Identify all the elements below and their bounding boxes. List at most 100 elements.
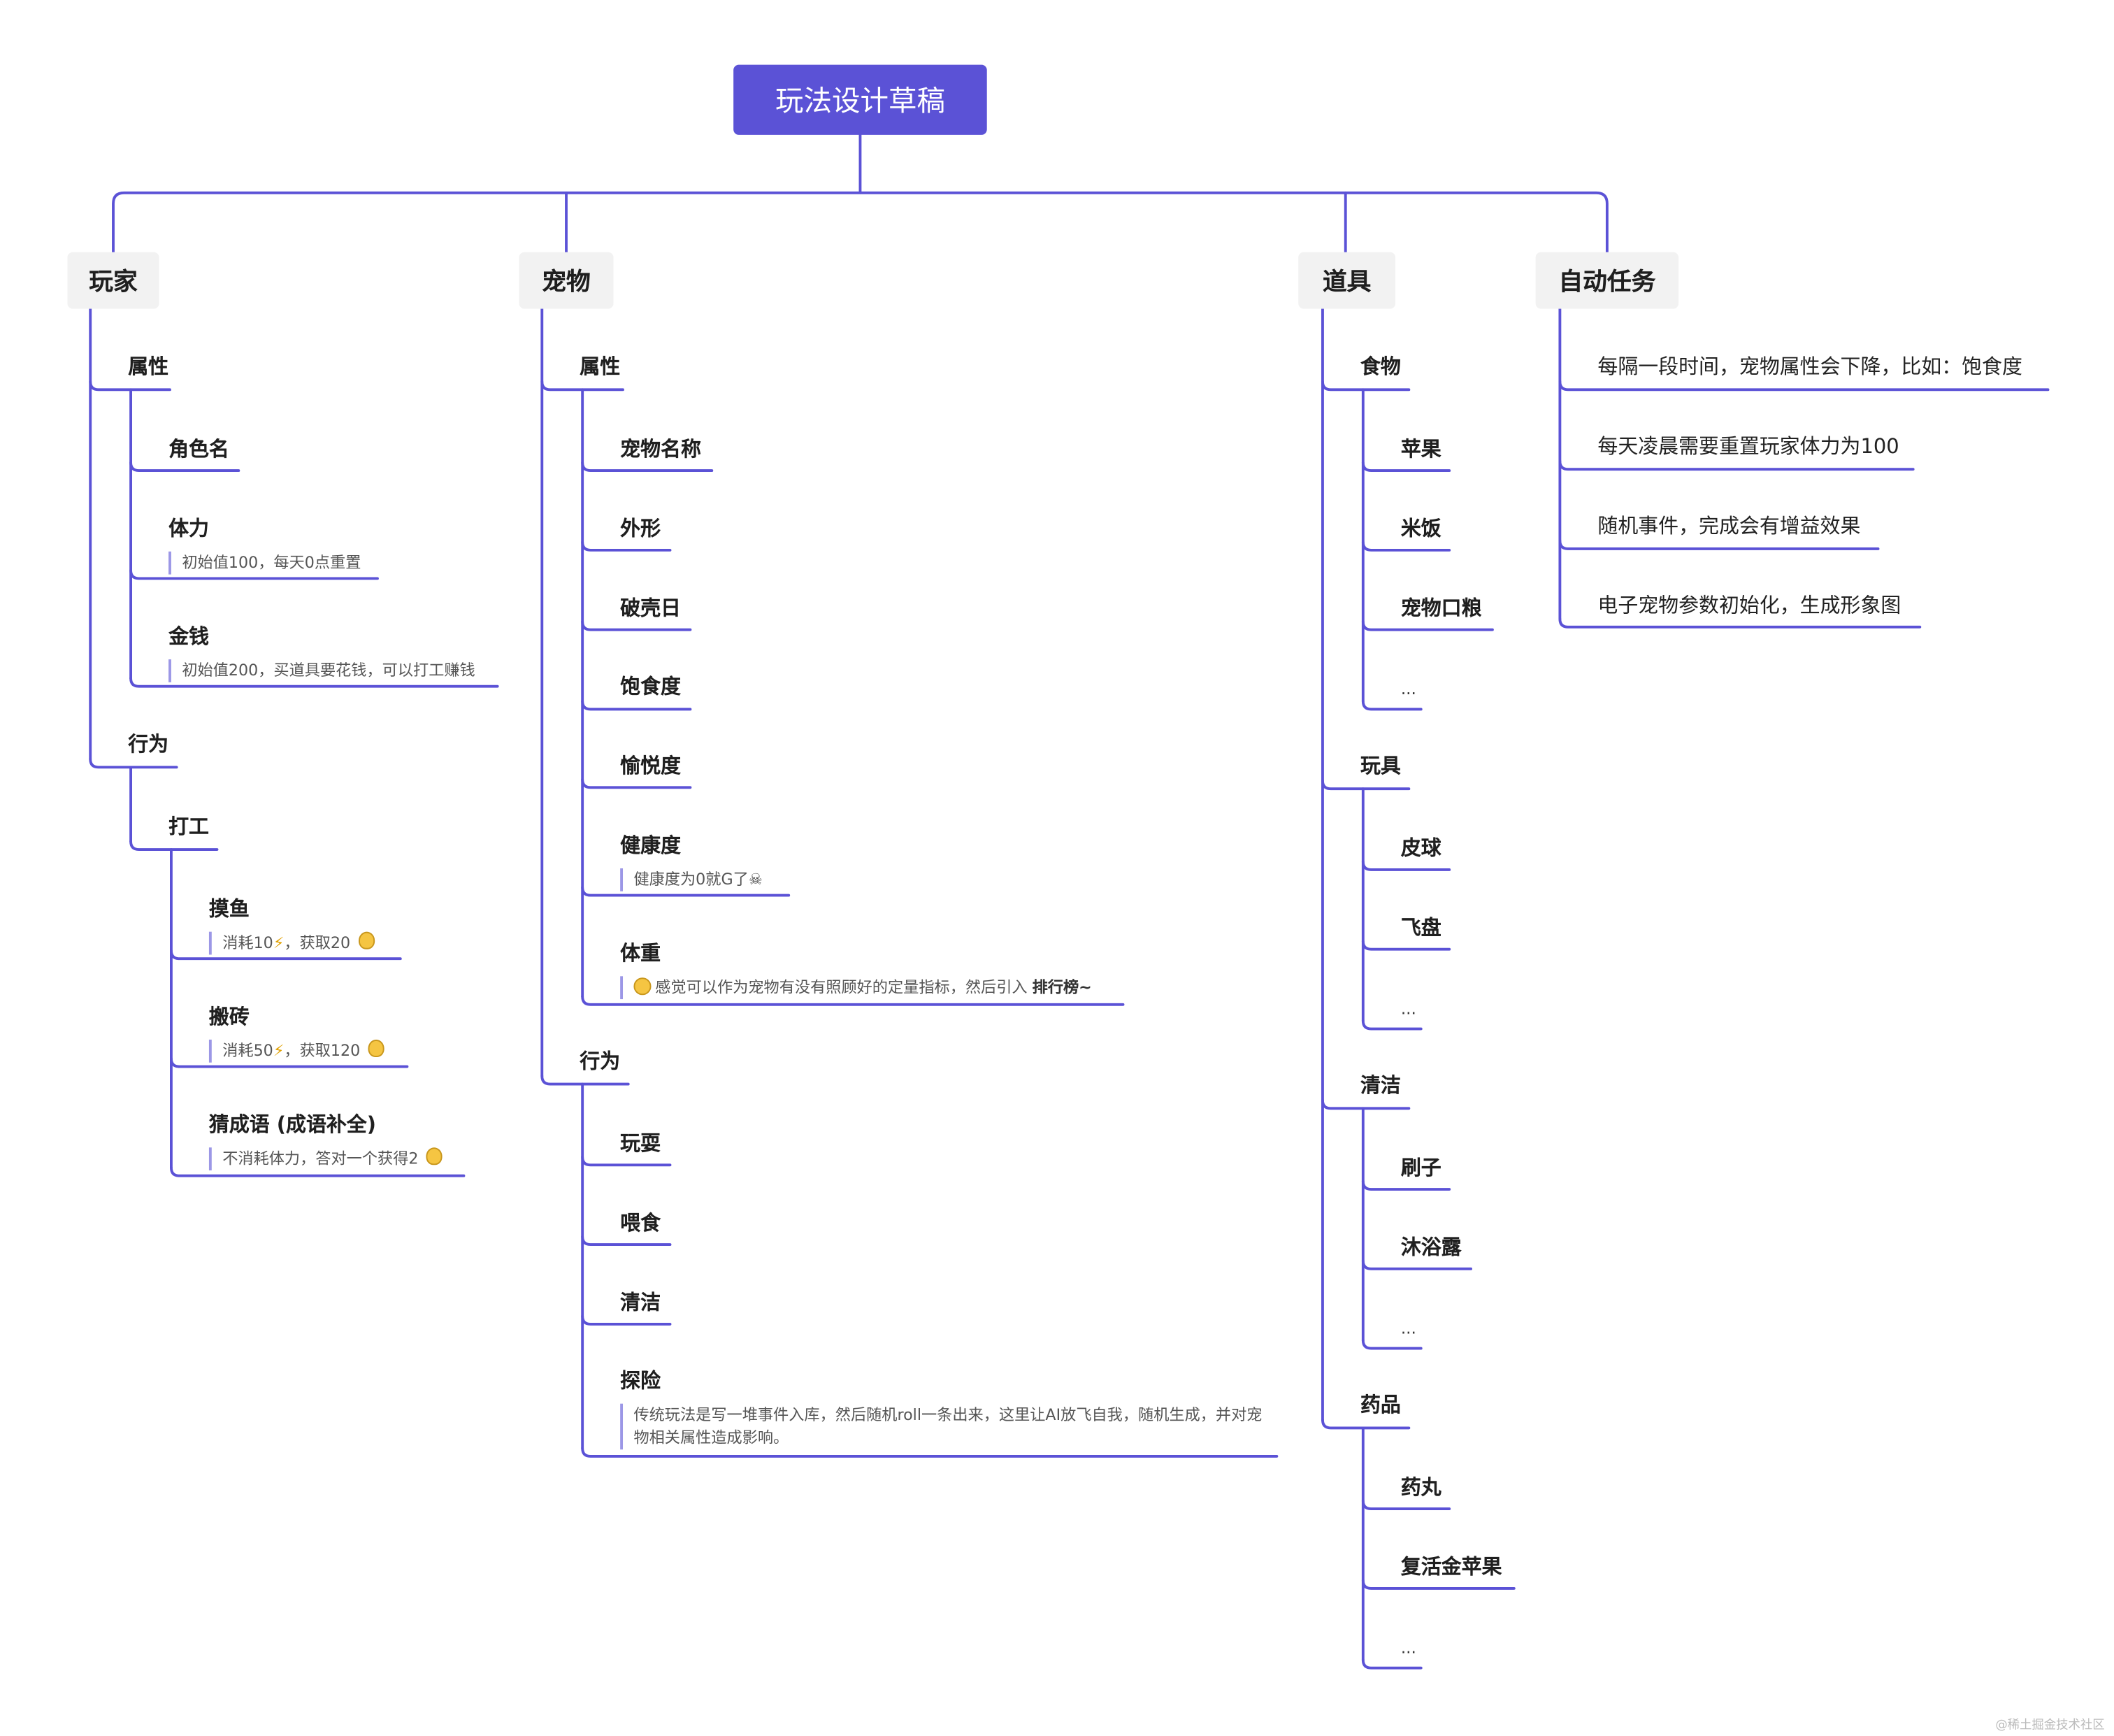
pet-feed-topic[interactable]: 喂食 — [620, 1210, 661, 1235]
underline-connector — [1361, 1658, 1423, 1670]
cleaning-more-topic[interactable]: ... — [1400, 1319, 1416, 1338]
pet-health-topic[interactable]: 健康度 — [620, 833, 681, 858]
food-apple-topic[interactable]: 苹果 — [1400, 436, 1441, 461]
cleaning-shower-gel-topic[interactable]: 沐浴露 — [1400, 1235, 1462, 1260]
underline-connector — [581, 540, 672, 552]
food-rice-topic[interactable]: 米饭 — [1400, 516, 1441, 541]
underline-connector — [1361, 1179, 1451, 1191]
work-brick-topic[interactable]: 搬砖 — [208, 1004, 250, 1029]
money-bag-icon — [368, 1039, 384, 1058]
medicine-more-topic[interactable]: ... — [1400, 1638, 1416, 1658]
lightning-icon: ⚡ — [273, 1040, 285, 1060]
branch-pet[interactable]: 宠物 — [519, 252, 614, 309]
player-stamina-topic[interactable]: 体力 — [168, 516, 209, 541]
branch-items[interactable]: 道具 — [1298, 252, 1396, 309]
items-food-topic[interactable]: 食物 — [1360, 354, 1401, 379]
pet-explore-note: 传统玩法是写一堆事件入库，然后随机roll一条出来，这里让AI放飞自我，随机生成… — [620, 1403, 1270, 1450]
pet-weight-note: 感觉可以作为宠物有没有照顾好的定量指标，然后引入 排行榜~ — [620, 976, 1092, 1000]
pet-play-topic[interactable]: 玩耍 — [620, 1131, 661, 1156]
auto-task-item[interactable]: 每隔一段时间，宠物属性会下降，比如：饱食度 — [1597, 354, 2022, 379]
underline-connector — [1321, 1098, 1411, 1110]
root-topic[interactable]: 玩法设计草稿 — [733, 64, 987, 135]
auto-task-item[interactable]: 随机事件，完成会有增益效果 — [1597, 513, 1861, 538]
underline-connector — [1321, 380, 1411, 392]
underline-connector — [1558, 617, 1922, 629]
pet-name-topic[interactable]: 宠物名称 — [620, 436, 701, 461]
money-bag-icon — [358, 931, 375, 949]
underline-connector — [540, 1075, 630, 1086]
branch-auto-tasks[interactable]: 自动任务 — [1535, 252, 1679, 309]
underline-connector — [581, 461, 714, 473]
food-more-topic[interactable]: ... — [1400, 680, 1416, 699]
underline-connector — [170, 1166, 466, 1177]
work-fish-note: 消耗10⚡，获取20 — [208, 931, 375, 955]
underline-connector — [1361, 1019, 1423, 1031]
underline-connector — [581, 1314, 672, 1326]
food-ration-topic[interactable]: 宠物口粮 — [1400, 596, 1482, 621]
underline-connector — [1558, 380, 2050, 392]
underline-connector — [1321, 1418, 1411, 1430]
underline-connector — [170, 949, 402, 961]
pet-explore-topic[interactable]: 探险 — [620, 1368, 661, 1393]
player-work-topic[interactable]: 打工 — [168, 814, 209, 839]
pet-clean-topic[interactable]: 清洁 — [620, 1290, 661, 1315]
medicine-golden-apple-topic[interactable]: 复活金苹果 — [1400, 1554, 1502, 1579]
items-toys-topic[interactable]: 玩具 — [1360, 754, 1401, 778]
pet-attr-topic[interactable]: 属性 — [580, 354, 621, 379]
pet-satiety-topic[interactable]: 饱食度 — [620, 674, 681, 699]
underline-connector — [581, 886, 791, 897]
money-bag-icon — [426, 1147, 443, 1165]
items-cleaning-topic[interactable]: 清洁 — [1360, 1073, 1401, 1098]
underline-connector — [581, 777, 692, 789]
items-medicine-topic[interactable]: 药品 — [1360, 1393, 1401, 1417]
watermark: @稀土掘金技术社区 — [1995, 1719, 2105, 1733]
underline-connector — [170, 1057, 409, 1068]
smile-emoji-icon — [633, 977, 652, 996]
auto-task-item[interactable]: 电子宠物参数初始化，生成形象图 — [1597, 593, 1901, 618]
pet-hatch-day-topic[interactable]: 破壳日 — [620, 596, 681, 621]
underline-connector — [540, 380, 624, 392]
underline-connector — [1558, 459, 1915, 471]
underline-connector — [89, 757, 178, 769]
branch-player[interactable]: 玩家 — [67, 252, 159, 309]
medicine-pill-topic[interactable]: 药丸 — [1400, 1475, 1441, 1500]
underline-connector — [581, 620, 692, 631]
cleaning-brush-topic[interactable]: 刷子 — [1400, 1155, 1441, 1180]
underline-connector — [1361, 461, 1451, 473]
underline-connector — [129, 677, 499, 688]
pet-weight-topic[interactable]: 体重 — [620, 941, 661, 966]
underline-connector — [581, 1447, 1279, 1458]
underline-connector — [1361, 940, 1451, 951]
toys-frisbee-topic[interactable]: 飞盘 — [1400, 915, 1441, 940]
underline-connector — [1558, 539, 1880, 550]
work-idiom-note: 不消耗体力，答对一个获得2 — [208, 1147, 443, 1171]
underline-connector — [581, 699, 692, 711]
pet-appearance-topic[interactable]: 外形 — [620, 516, 661, 541]
underline-connector — [1361, 620, 1494, 631]
player-attr-topic[interactable]: 属性 — [128, 354, 169, 379]
pet-joy-topic[interactable]: 愉悦度 — [620, 754, 681, 778]
branch-bus — [112, 191, 1609, 254]
work-idiom-topic[interactable]: 猜成语 (成语补全) — [208, 1112, 376, 1137]
auto-task-item[interactable]: 每天凌晨需要重置玩家体力为100 — [1597, 434, 1899, 459]
underline-connector — [581, 1155, 672, 1167]
underline-connector — [129, 568, 379, 580]
work-brick-note: 消耗50⚡，获取120 — [208, 1039, 384, 1063]
player-behavior-topic[interactable]: 行为 — [128, 732, 169, 756]
pet-health-note: 健康度为0就G了☠ — [620, 868, 763, 891]
toys-more-topic[interactable]: ... — [1400, 999, 1416, 1019]
player-money-topic[interactable]: 金钱 — [168, 624, 209, 649]
toys-ball-topic[interactable]: 皮球 — [1400, 835, 1441, 861]
work-fish-topic[interactable]: 摸鱼 — [208, 896, 250, 921]
underline-connector — [1361, 1579, 1516, 1590]
underline-connector — [1361, 540, 1451, 552]
pet-behavior-topic[interactable]: 行为 — [580, 1049, 621, 1074]
underline-connector — [1361, 1499, 1451, 1511]
underline-connector — [1361, 860, 1451, 871]
underline-connector — [581, 1235, 672, 1247]
underline-connector — [129, 840, 219, 851]
player-stamina-note: 初始值100，每天0点重置 — [168, 551, 361, 575]
player-role-name-topic[interactable]: 角色名 — [168, 436, 229, 461]
